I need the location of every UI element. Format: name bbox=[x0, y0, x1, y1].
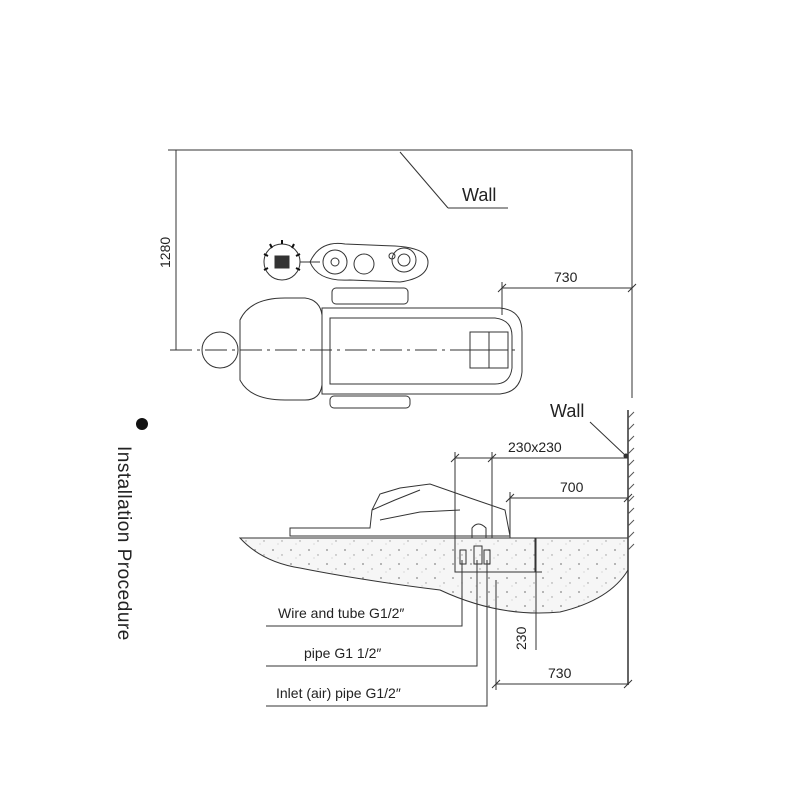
dim-230-text: 230 bbox=[513, 626, 529, 650]
callout-wire-tube: Wire and tube G1/2″ bbox=[278, 605, 404, 621]
dim-730-bottom-text: 730 bbox=[548, 665, 572, 681]
dim-1280-text: 1280 bbox=[157, 237, 173, 268]
callout-leader-wire bbox=[266, 560, 463, 627]
chair-seat bbox=[321, 307, 523, 395]
bullet-dot bbox=[136, 418, 148, 430]
dim-730-top-text: 730 bbox=[554, 269, 578, 285]
top-view bbox=[168, 149, 637, 409]
top-wall-label: Wall bbox=[462, 185, 496, 205]
dim-230x230-text: 230x230 bbox=[508, 439, 562, 455]
side-wall-label: Wall bbox=[550, 401, 584, 421]
side-view bbox=[238, 410, 635, 707]
callout-pipe: pipe G1 1/2″ bbox=[304, 645, 381, 661]
armrest-bottom bbox=[329, 395, 411, 409]
armrest-top bbox=[331, 287, 409, 305]
chair-silhouette bbox=[289, 483, 511, 537]
cuspidor-unit bbox=[309, 242, 429, 283]
callout-leader-pipe bbox=[266, 560, 478, 667]
dim-700-text: 700 bbox=[560, 479, 584, 495]
callout-inlet-pipe: Inlet (air) pipe G1/2″ bbox=[276, 685, 401, 701]
backrest bbox=[239, 297, 323, 401]
callout-leader-inlet bbox=[266, 560, 488, 707]
side-wall-leader bbox=[589, 421, 627, 457]
headrest bbox=[201, 331, 239, 369]
wall-leader-line bbox=[399, 151, 449, 209]
floor-slab bbox=[238, 537, 629, 614]
